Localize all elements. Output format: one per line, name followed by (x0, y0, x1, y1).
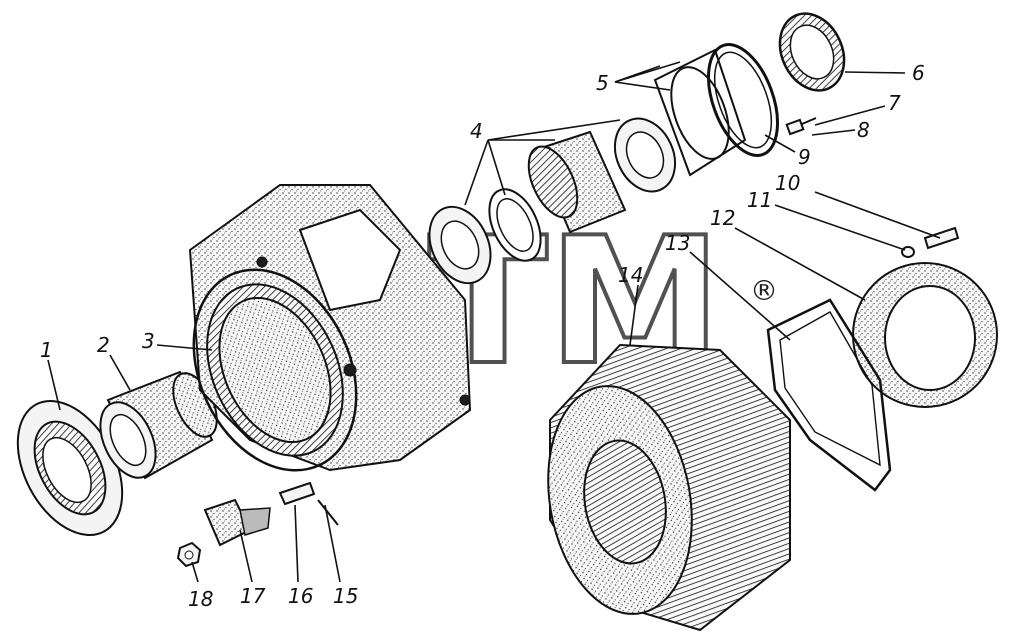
callout-11: 11 (747, 188, 772, 212)
part-12-cover (852, 262, 998, 408)
callout-6: 6 (912, 61, 925, 85)
callout-10: 10 (775, 171, 800, 195)
leader-lines (47, 61, 941, 583)
part-10-11-bolt-washer (901, 226, 960, 258)
callout-13: 13 (665, 231, 690, 255)
callout-7: 7 (888, 91, 901, 115)
callout-17: 17 (240, 584, 266, 608)
part-5-plates (653, 43, 779, 177)
callout-8: 8 (857, 118, 870, 142)
parts-15-18-hardware (176, 481, 339, 568)
callout-3: 3 (142, 329, 155, 353)
callout-1: 1 (40, 338, 53, 362)
callout-2: 2 (97, 333, 110, 357)
part-13-gasket (766, 298, 892, 492)
callout-4: 4 (470, 119, 483, 143)
callout-16: 16 (288, 584, 313, 608)
part-3-hub-housing (188, 184, 472, 472)
part-7-8-bolt (785, 117, 817, 136)
callout-12: 12 (710, 206, 735, 230)
callout-15: 15 (333, 584, 358, 608)
part-6-ring (778, 12, 846, 92)
part-4-bearings (428, 117, 677, 285)
callout-14: 14 (618, 263, 643, 287)
callout-18: 18 (188, 587, 213, 611)
callout-9: 9 (798, 145, 811, 169)
callout-labels: 1 2 3 4 5 6 7 8 9 10 11 12 13 14 15 16 1… (40, 61, 925, 611)
part-14-brake-drum (547, 343, 791, 632)
registered-mark: ® (750, 274, 778, 307)
callout-5: 5 (596, 71, 609, 95)
part-1-bearing-ring (16, 400, 124, 536)
